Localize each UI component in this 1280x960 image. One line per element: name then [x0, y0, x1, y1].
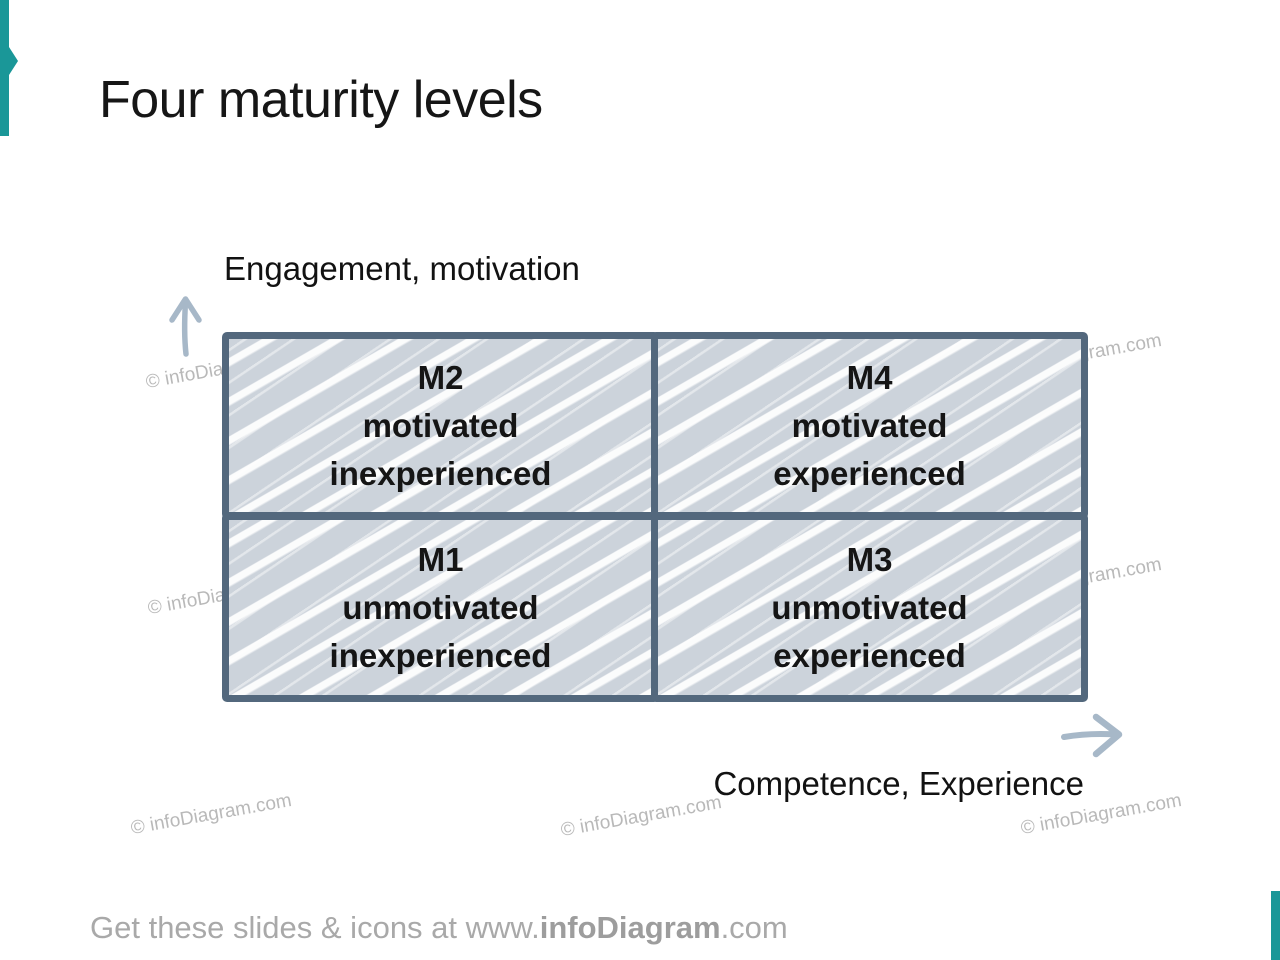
quadrant-line1: unmotivated [342, 588, 539, 626]
quadrant-line1: motivated [791, 406, 948, 444]
watermark: © infoDiagram.com [559, 792, 724, 842]
quadrant-m4: M4 motivated experienced [651, 332, 1088, 519]
quadrant-line1: motivated [362, 406, 519, 444]
quadrant-code: M3 [846, 540, 893, 578]
quadrant-line2: experienced [773, 636, 966, 674]
accent-bar-left [0, 0, 9, 136]
quadrant-m3: M3 unmotivated experienced [651, 513, 1088, 702]
quadrant-code: M1 [417, 540, 464, 578]
quadrant-code: M4 [846, 358, 893, 396]
up-arrow-icon [162, 292, 210, 365]
right-arrow-icon [1058, 708, 1128, 767]
quadrant-code: M2 [417, 358, 464, 396]
footer-prefix: Get these slides & icons at www. [90, 910, 540, 945]
quadrant-line1: unmotivated [771, 588, 968, 626]
accent-chevron-icon [9, 47, 18, 75]
quadrant-line2: inexperienced [329, 454, 552, 492]
footer-credit: Get these slides & icons at www.infoDiag… [90, 910, 788, 946]
quadrant-m2: M2 motivated inexperienced [222, 332, 659, 519]
y-axis-label: Engagement, motivation [224, 250, 580, 287]
accent-bar-right [1271, 891, 1280, 960]
page-title: Four maturity levels [99, 70, 543, 129]
quadrant-m1: M1 unmotivated inexperienced [222, 513, 659, 702]
footer-brand: infoDiagram [539, 910, 721, 945]
x-axis-label: Competence, Experience [713, 765, 1084, 802]
quadrant-line2: inexperienced [329, 636, 552, 674]
quadrant-line2: experienced [773, 454, 966, 492]
watermark: © infoDiagram.com [129, 790, 294, 840]
footer-suffix: .com [720, 910, 788, 945]
